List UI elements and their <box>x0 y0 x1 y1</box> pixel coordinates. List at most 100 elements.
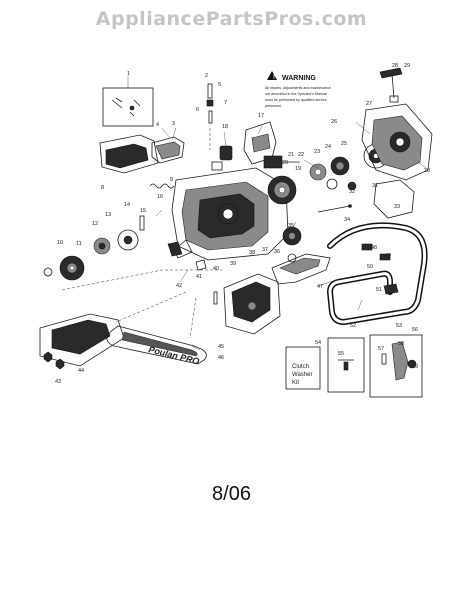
callout-50: 50 <box>367 264 373 270</box>
kit-label-line-2: Washer <box>292 372 312 378</box>
callout-54: 54 <box>315 340 321 346</box>
part-front-handle <box>327 222 428 325</box>
callout-27: 27 <box>366 101 372 107</box>
callout-37: 37 <box>262 247 268 253</box>
callout-numbers: 1 2 3 4 5 6 7 8 9 10 11 12 13 14 15 16 1… <box>55 63 430 385</box>
callout-38: 38 <box>249 250 255 256</box>
part-group-1 <box>102 76 154 127</box>
callout-18: 18 <box>222 124 228 130</box>
callout-52: 52 <box>350 323 356 329</box>
callout-36: 36 <box>274 249 280 255</box>
callout-6: 6 <box>196 107 199 113</box>
callout-4: 4 <box>156 122 159 128</box>
part-side-cover <box>223 273 281 335</box>
part-flywheel <box>267 175 297 205</box>
part-air-filter-cover <box>99 134 159 174</box>
callout-13: 13 <box>105 212 111 218</box>
callout-28: 28 <box>392 63 398 69</box>
callout-56: 56 <box>412 327 418 333</box>
callout-11: 11 <box>76 241 82 247</box>
callout-29: 29 <box>404 63 410 69</box>
callout-20: 20 <box>282 160 288 166</box>
callout-40: 40 <box>213 266 219 272</box>
callout-9: 9 <box>170 177 173 183</box>
warning-title: WARNING <box>282 75 316 82</box>
callout-55: 55 <box>338 351 344 357</box>
part-spring <box>149 183 175 189</box>
callout-47: 47 <box>317 284 323 290</box>
callout-12: 12 <box>92 221 98 227</box>
clutch-washer-kit-box: Clutch Washer Kit <box>285 346 321 390</box>
callout-3: 3 <box>172 121 175 127</box>
callout-59: 59 <box>412 364 418 370</box>
callout-42: 42 <box>176 283 182 289</box>
callout-32: 32 <box>349 189 355 195</box>
part-screws-column <box>206 83 214 150</box>
part-filter <box>151 136 185 164</box>
warning-line-2: not described in the Operator's Manual <box>265 92 327 96</box>
callout-58: 58 <box>398 341 404 347</box>
part-air-deflector <box>373 179 415 219</box>
callout-31: 31 <box>372 183 378 189</box>
leader-lines <box>155 121 427 351</box>
part-kit-box-55 <box>327 337 365 393</box>
part-ignition-module <box>263 155 300 169</box>
callout-21: 21 <box>288 152 294 158</box>
callout-8: 8 <box>101 185 104 191</box>
callout-45: 45 <box>218 344 224 350</box>
watermark-text: AppliancePartsPros.com <box>95 8 368 30</box>
callout-16: 16 <box>157 194 163 200</box>
callout-46: 46 <box>218 355 224 361</box>
callout-7: 7 <box>224 100 227 106</box>
part-spark-plug <box>211 145 233 171</box>
callout-15: 15 <box>140 208 146 214</box>
callout-17: 17 <box>258 113 264 119</box>
callout-35: 35 <box>288 223 294 229</box>
callout-51: 51 <box>376 287 382 293</box>
kit-label-line-1: Clutch <box>292 364 309 370</box>
callout-57: 57 <box>378 346 384 352</box>
part-engine-housing <box>171 167 289 261</box>
callout-33: 33 <box>394 204 400 210</box>
callout-24: 24 <box>325 144 331 150</box>
callout-43: 43 <box>55 379 61 385</box>
callout-19: 19 <box>295 166 301 172</box>
part-sprocket-washer-group <box>43 215 145 281</box>
callout-25: 25 <box>341 141 347 147</box>
reference-lines <box>61 269 222 339</box>
part-kit-box-56 <box>369 334 423 398</box>
part-tensioner-rod <box>317 204 352 213</box>
callout-39: 39 <box>230 261 236 267</box>
kit-label-line-3: Kit <box>292 380 299 386</box>
callout-1: 1 <box>127 71 130 77</box>
warning-notice: ! WARNING All repairs, adjustments and m… <box>265 71 331 108</box>
callout-34: 34 <box>344 217 350 223</box>
callout-53: 53 <box>396 323 402 329</box>
callout-30: 30 <box>424 168 430 174</box>
part-small-hardware <box>167 241 218 305</box>
warning-line-3: must be performed by qualified service <box>265 98 327 102</box>
callout-48: 48 <box>371 245 377 251</box>
part-chain-guard <box>271 253 331 285</box>
callout-49: 49 <box>385 253 391 259</box>
callout-5: 5 <box>218 82 221 88</box>
warning-line-4: personnel. <box>265 104 282 108</box>
revision-date: 8/06 <box>212 483 251 505</box>
callout-44: 44 <box>78 368 84 374</box>
callout-14: 14 <box>124 202 130 208</box>
warning-triangle-icon <box>267 71 277 80</box>
callout-22: 22 <box>298 152 304 158</box>
svg-text:!: ! <box>273 75 275 81</box>
part-bar-nuts <box>43 351 65 370</box>
callout-26: 26 <box>331 119 337 125</box>
callout-41: 41 <box>196 274 202 280</box>
callout-23: 23 <box>314 149 320 155</box>
warning-line-1: All repairs, adjustments and maintenance <box>265 86 331 90</box>
callout-2: 2 <box>205 73 208 79</box>
part-bar-cover <box>39 313 125 367</box>
callout-10: 10 <box>57 240 63 246</box>
part-starter-housing <box>361 103 433 181</box>
part-starter-handle <box>379 67 403 103</box>
part-clutch-assembly <box>309 156 357 191</box>
